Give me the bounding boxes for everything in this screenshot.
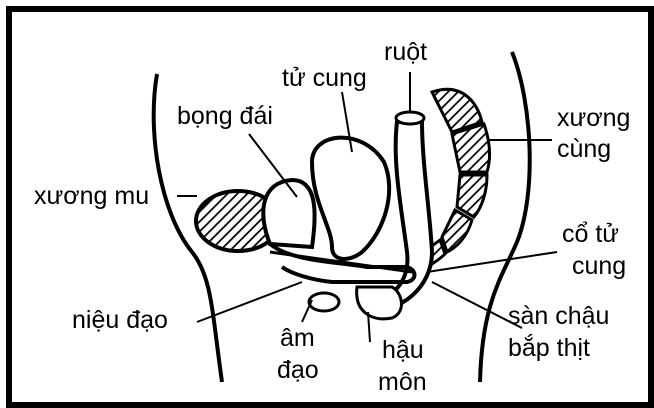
diagram-frame: ruột tử cung bọng đái xương cùng xương m… [6,6,654,408]
label-am-dao-2: đạo [277,356,319,384]
label-am-dao-1: âm [280,324,315,352]
label-hau-mon-2: môn [378,368,427,396]
uterus [312,138,389,259]
label-hau-mon-1: hậu [382,336,424,364]
body-back-outline [480,52,530,382]
pelvis-diagram: ruột tử cung bọng đái xương cùng xương m… [12,12,648,402]
anus-shape [357,287,402,319]
intestine-opening [396,112,424,124]
label-xuong-cung-1: xương [557,104,630,132]
label-xuong-mu: xương mu [34,182,149,210]
label-san-chau-1: sàn chậu [508,302,609,330]
label-san-chau-2: bắp thịt [508,333,590,362]
label-co-tu-cung-1: cổ tử [562,220,619,248]
label-xuong-cung-2: cùng [557,135,611,163]
label-tu-cung: tử cung [282,64,367,92]
label-co-tu-cung-2: cung [572,252,626,280]
vagina-opening [309,293,339,311]
label-nieu-dao: niệu đạo [72,306,168,334]
bladder [263,180,314,247]
label-bong-dai: bọng đái [177,102,273,130]
label-ruot: ruột [384,38,427,66]
